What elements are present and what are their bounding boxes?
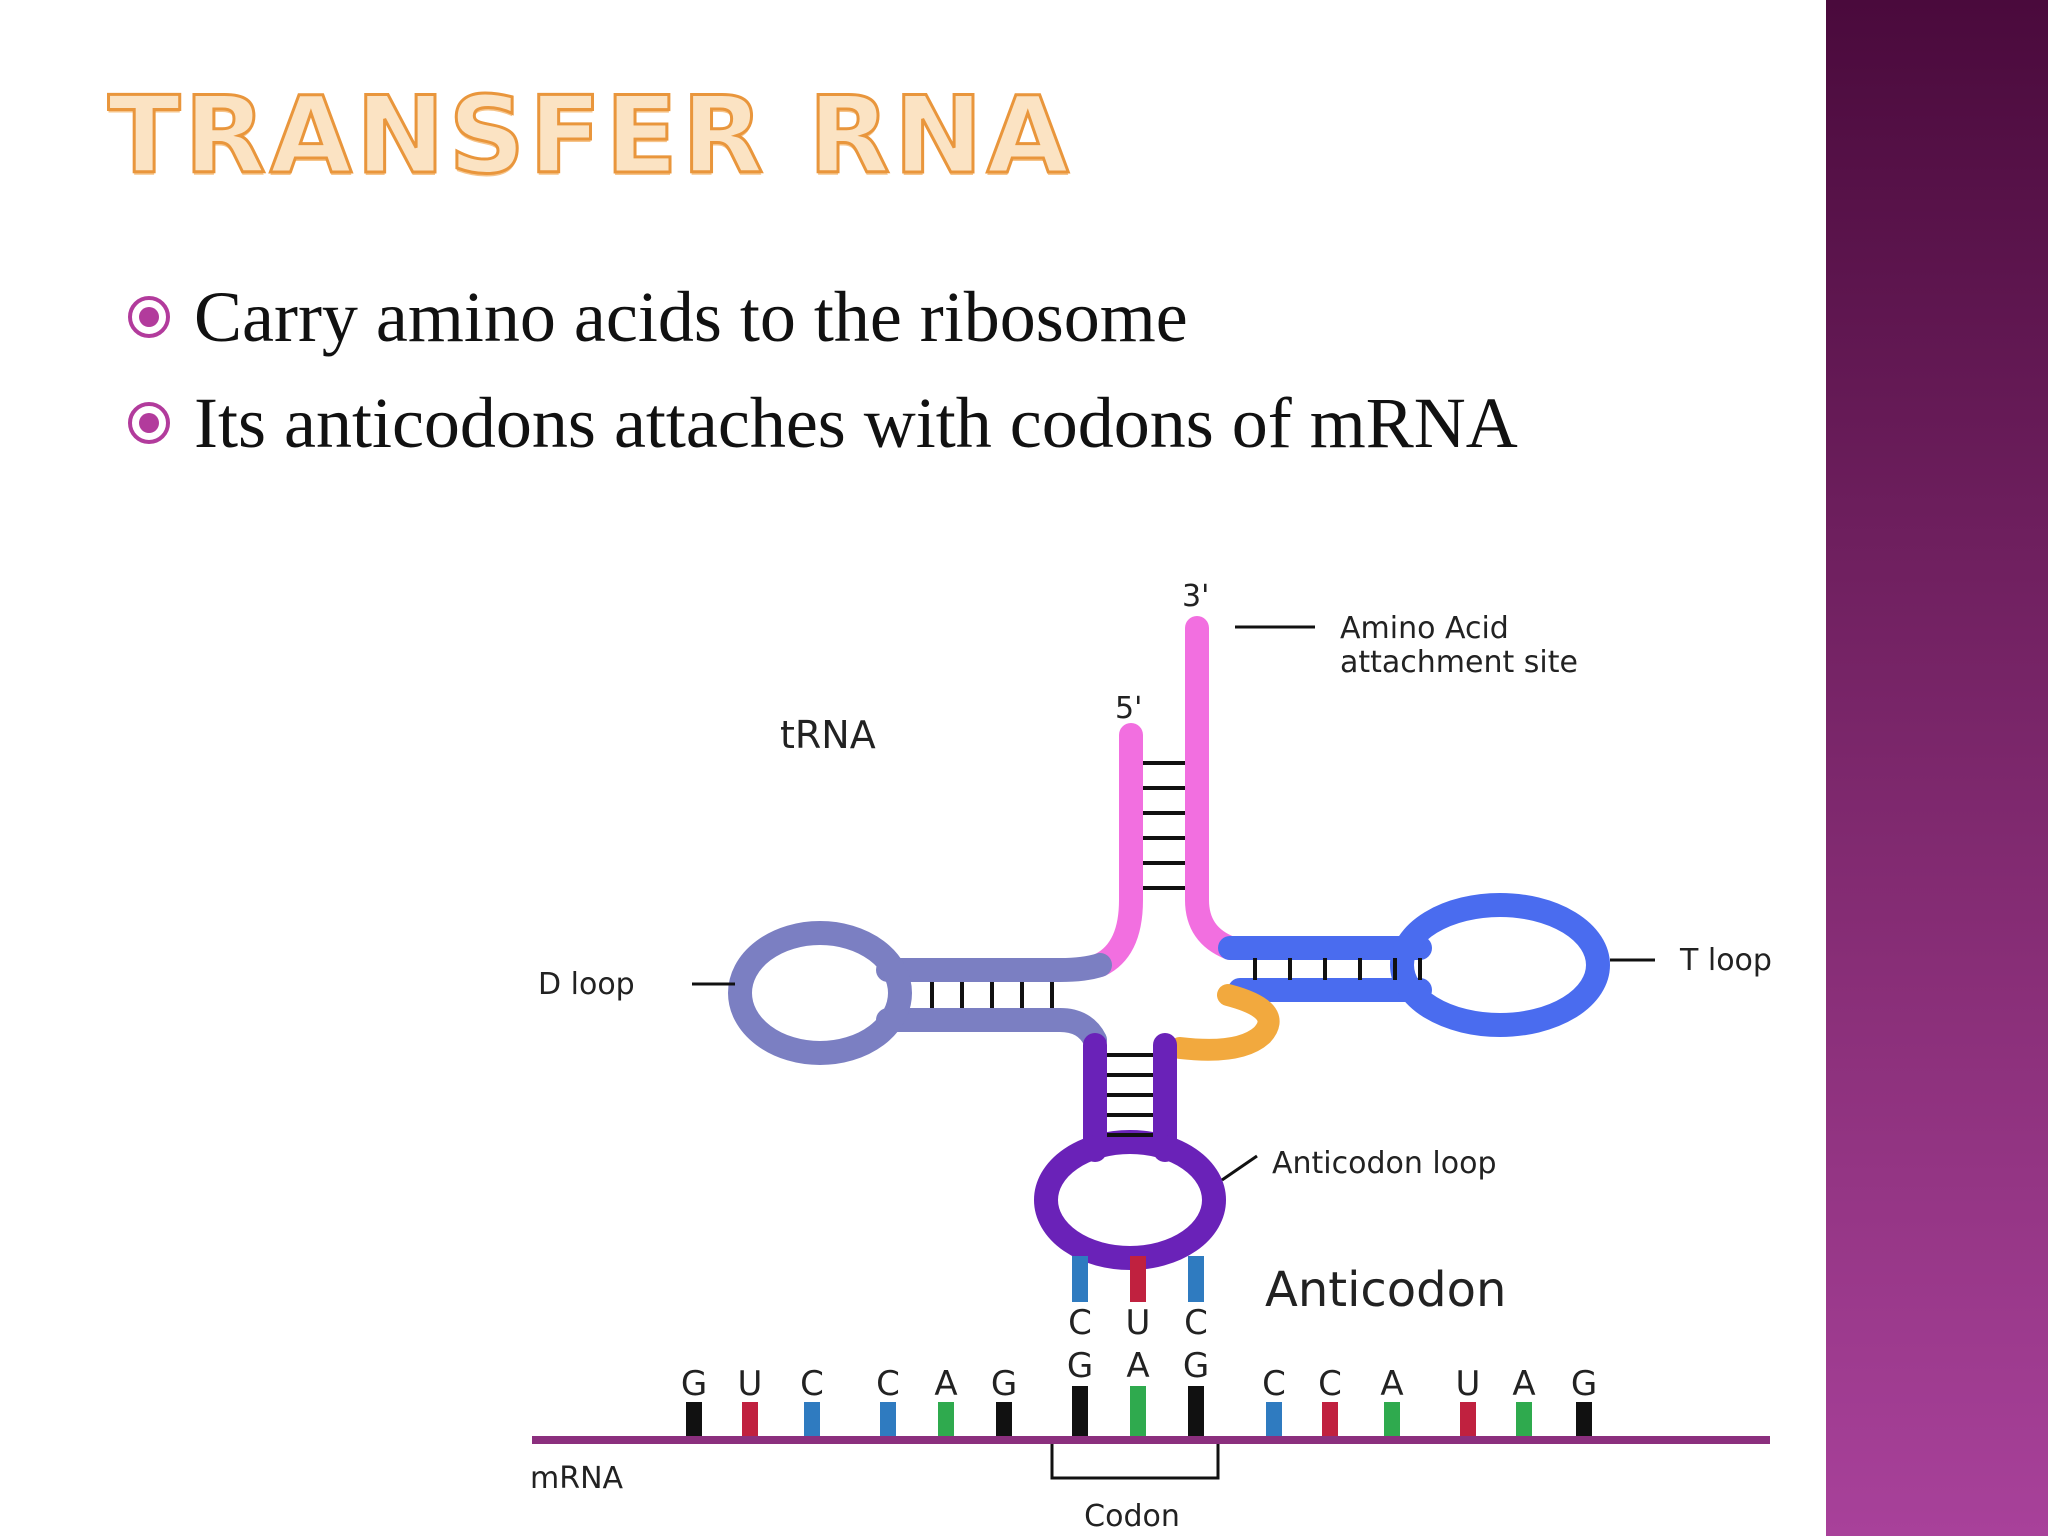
acceptor-stem-base-pairs	[1143, 761, 1185, 890]
variable-loop	[1169, 984, 1280, 1061]
mrna-letter: A	[1380, 1364, 1403, 1404]
three-prime-label: 3'	[1182, 579, 1209, 614]
mrna-letters: G U C C A G C C A U A G	[681, 1364, 1597, 1404]
acceptor-stem	[1088, 616, 1242, 977]
mrna-letter: A	[934, 1364, 957, 1404]
mrna-letter: G	[681, 1364, 707, 1404]
codon-letter: G	[1183, 1346, 1209, 1386]
codon-letter: A	[1126, 1346, 1149, 1386]
d-loop-label: D loop	[538, 967, 635, 1002]
decorative-sidebar	[1826, 0, 2048, 1536]
t-arm-base-pairs	[1253, 958, 1422, 980]
d-arm	[728, 921, 1112, 1065]
anticodon-bases	[1072, 1256, 1204, 1302]
amino-acid-label-line1: Amino Acid	[1340, 611, 1509, 646]
codon-letter: G	[1067, 1346, 1093, 1386]
mrna-letter: U	[738, 1364, 763, 1404]
amino-acid-label-line2: attachment site	[1340, 645, 1578, 680]
anticodon-letter: C	[1184, 1303, 1208, 1343]
mrna-letter: U	[1456, 1364, 1481, 1404]
bullet-item: Carry amino acids to the ribosome	[126, 264, 1518, 370]
bullet-list: Carry amino acids to the ribosome Its an…	[126, 264, 1518, 476]
mrna-label: mRNA	[530, 1461, 624, 1496]
slide-title: TRANSFER RNA	[107, 74, 1073, 197]
mrna-letter: C	[1318, 1364, 1342, 1404]
anticodon-letter: C	[1068, 1303, 1092, 1343]
codon-bracket	[1050, 1444, 1220, 1480]
mrna-letter: G	[991, 1364, 1017, 1404]
anticodon-letters: C U C	[1068, 1303, 1208, 1343]
bullet-text: Its anticodons attaches with codons of m…	[194, 382, 1518, 463]
anticodon-loop-label: Anticodon loop	[1272, 1146, 1497, 1181]
d-arm-base-pairs	[930, 982, 1054, 1008]
bullet-circle-icon	[128, 402, 170, 444]
t-arm	[1218, 893, 1610, 1037]
t-loop-label: T loop	[1679, 943, 1772, 978]
codon-label: Codon	[1084, 1499, 1180, 1534]
bullet-circle-icon	[128, 296, 170, 338]
mrna-letter: C	[876, 1364, 900, 1404]
anticodon-arm-base-pairs	[1107, 1053, 1153, 1137]
trna-label: tRNA	[780, 713, 876, 757]
leader-lines	[692, 625, 1655, 1182]
mrna-letter: G	[1571, 1364, 1597, 1404]
bullet-text: Carry amino acids to the ribosome	[194, 276, 1188, 357]
mrna-letter: C	[1262, 1364, 1286, 1404]
codon-letters: G A G	[1067, 1346, 1209, 1386]
mrna-letter: A	[1512, 1364, 1535, 1404]
five-prime-label: 5'	[1115, 691, 1142, 726]
anticodon-label: Anticodon	[1265, 1262, 1506, 1318]
mrna-letter: C	[800, 1364, 824, 1404]
anticodon-letter: U	[1126, 1303, 1151, 1343]
mrna-base-sticks	[686, 1386, 1592, 1436]
bullet-item: Its anticodons attaches with codons of m…	[126, 370, 1518, 476]
